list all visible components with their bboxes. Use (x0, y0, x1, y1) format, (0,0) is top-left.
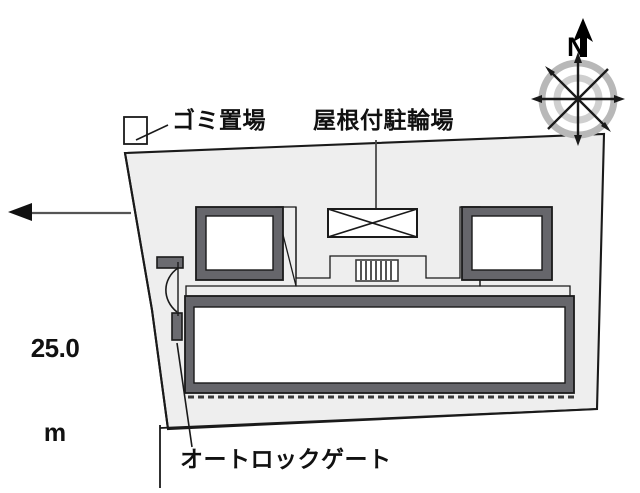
auto-lock-gate-label: オートロックゲート (180, 446, 392, 472)
south-building (184, 295, 575, 394)
north-building-left (195, 206, 284, 281)
road-width-unit: m (43, 419, 67, 448)
stairs (355, 259, 399, 282)
road-width-value: 25.0 (30, 333, 80, 363)
road-arrow-head-icon (8, 203, 32, 221)
property-boundary-west-edge (123, 152, 170, 430)
lot-bottom-edge (159, 408, 598, 429)
north-arrow-icon (573, 18, 593, 57)
trash-enclosure-leader-line (135, 124, 169, 141)
auto-lock-gate (156, 256, 184, 341)
covered-bicycle-parking (327, 208, 418, 238)
auto-lock-gate-leader-line (176, 342, 193, 448)
compass-north-letter: N (567, 32, 587, 62)
road-width-label: 25.0 m 道路 (16, 278, 94, 493)
compass-rose-icon (531, 18, 625, 146)
covered-bicycle-parking-label: 屋根付駐輪場 (313, 107, 454, 133)
trash-enclosure (123, 116, 148, 145)
trash-area-label: ゴミ置場 (172, 107, 266, 133)
north-building-right (461, 206, 553, 281)
corridor-outline-left (185, 207, 297, 296)
